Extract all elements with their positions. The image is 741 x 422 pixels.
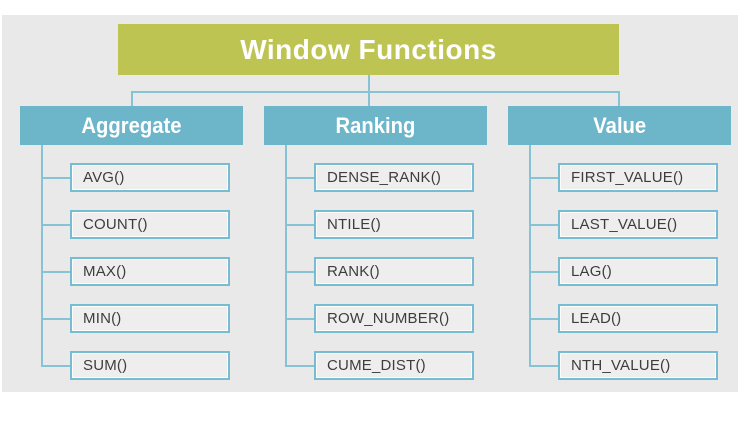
leaf-node-count: COUNT() [41, 210, 230, 239]
branch-value: Value FIRST_VALUE() LAST_VALUE() LAG() L… [508, 106, 731, 398]
branch-aggregate: Aggregate AVG() COUNT() MAX() MIN() SUM(… [20, 106, 243, 398]
leaf-label: COUNT() [83, 216, 148, 233]
leaf-node-ntile: NTILE() [285, 210, 474, 239]
root-node-label: Window Functions [240, 33, 497, 65]
leaf-label: AVG() [83, 169, 125, 186]
leaf-node-row-number: ROW_NUMBER() [285, 304, 474, 333]
leaf-node-rank: RANK() [285, 257, 474, 286]
category-label: Aggregate [81, 112, 182, 138]
category-node-ranking: Ranking [264, 106, 487, 145]
leaf-node-min: MIN() [41, 304, 230, 333]
connector-bar [131, 91, 620, 106]
leaf-node-last-value: LAST_VALUE() [529, 210, 718, 239]
leaf-label: MIN() [83, 310, 122, 327]
leaf-node-sum: SUM() [41, 351, 230, 380]
leaf-node-avg: AVG() [41, 163, 230, 192]
leaf-label: SUM() [83, 357, 128, 374]
branch-ranking: Ranking DENSE_RANK() NTILE() RANK() ROW_… [264, 106, 487, 398]
category-label: Ranking [335, 112, 416, 138]
leaf-label: LEAD() [571, 310, 622, 327]
category-node-value: Value [508, 106, 731, 145]
category-node-aggregate: Aggregate [20, 106, 243, 145]
aggregate-children: AVG() COUNT() MAX() MIN() SUM() [41, 145, 230, 380]
leaf-label: ROW_NUMBER() [327, 310, 450, 327]
leaf-label: LAG() [571, 263, 613, 280]
connector-stem [368, 75, 370, 106]
category-label: Value [593, 112, 646, 138]
leaf-node-max: MAX() [41, 257, 230, 286]
root-node-window-functions: Window Functions [118, 24, 619, 75]
leaf-node-lead: LEAD() [529, 304, 718, 333]
leaf-label: DENSE_RANK() [327, 169, 442, 186]
leaf-node-lag: LAG() [529, 257, 718, 286]
leaf-node-nth-value: NTH_VALUE() [529, 351, 718, 380]
leaf-label: FIRST_VALUE() [571, 169, 684, 186]
leaf-label: NTH_VALUE() [571, 357, 671, 374]
leaf-label: LAST_VALUE() [571, 216, 678, 233]
ranking-children: DENSE_RANK() NTILE() RANK() ROW_NUMBER()… [285, 145, 474, 380]
leaf-node-cume-dist: CUME_DIST() [285, 351, 474, 380]
leaf-node-dense-rank: DENSE_RANK() [285, 163, 474, 192]
leaf-node-first-value: FIRST_VALUE() [529, 163, 718, 192]
leaf-label: NTILE() [327, 216, 381, 233]
leaf-label: CUME_DIST() [327, 357, 426, 374]
leaf-label: RANK() [327, 263, 380, 280]
leaf-label: MAX() [83, 263, 127, 280]
value-children: FIRST_VALUE() LAST_VALUE() LAG() LEAD() … [529, 145, 718, 380]
